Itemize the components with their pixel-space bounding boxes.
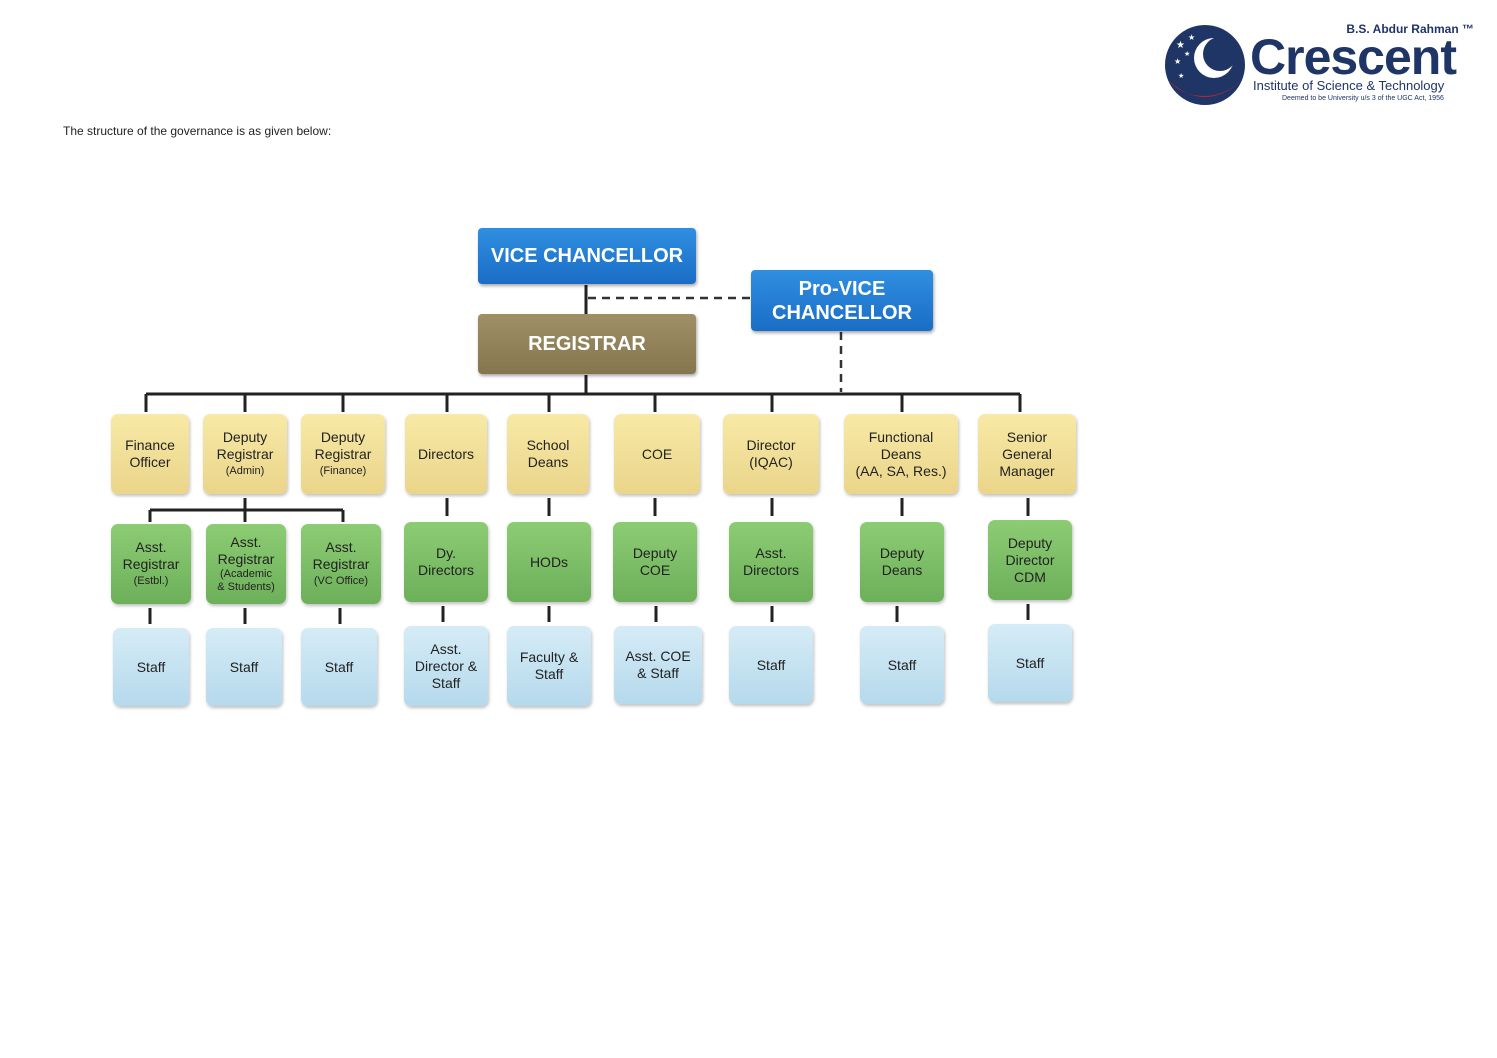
pro-vice-chancellor-box: Pro-VICE CHANCELLOR xyxy=(751,270,933,331)
registrar-box: REGISTRAR xyxy=(478,314,696,374)
deputy-registrar-finance-note: (Finance) xyxy=(319,464,367,477)
staff-box-cdm: Staff xyxy=(988,624,1072,702)
svg-text:★: ★ xyxy=(1188,33,1195,42)
finance-officer-box: Finance Officer xyxy=(111,414,189,494)
institution-logo: ★ ★ ★ ★ ★ B.S. Abdur Rahman ™ Crescent I… xyxy=(1162,18,1482,110)
asst-registrar-vc-office-box: Asst. Registrar (VC Office) xyxy=(301,524,381,604)
staff-box-academic: Staff xyxy=(206,628,282,706)
school-deans-box: School Deans xyxy=(507,414,589,494)
logo-deemed-text: Deemed to be University u/s 3 of the UGC… xyxy=(1282,95,1444,102)
deputy-coe-box: Deputy COE xyxy=(613,522,697,602)
deputy-registrar-admin-box: Deputy Registrar (Admin) xyxy=(203,414,287,494)
asst-registrar-academic-note: (Academic & Students) xyxy=(217,568,275,593)
deputy-deans-box: Deputy Deans xyxy=(860,522,944,602)
asst-coe-staff-box: Asst. COE & Staff xyxy=(614,626,702,704)
functional-deans-box: Functional Deans (AA, SA, Res.) xyxy=(844,414,958,494)
deputy-registrar-finance-title: Deputy Registrar xyxy=(314,428,372,462)
svg-text:★: ★ xyxy=(1178,72,1184,80)
staff-box-vc-office: Staff xyxy=(301,628,377,706)
asst-registrar-academic-box: Asst. Registrar (Academic & Students) xyxy=(206,524,286,604)
staff-box-functional-deans: Staff xyxy=(860,626,944,704)
asst-registrar-estbl-note: (Estbl.) xyxy=(133,574,169,587)
svg-text:★: ★ xyxy=(1174,57,1181,66)
intro-text: The structure of the governance is as gi… xyxy=(63,124,332,138)
asst-director-staff-box: Asst. Director & Staff xyxy=(404,626,488,706)
deputy-director-cdm-box: Deputy Director CDM xyxy=(988,520,1072,600)
asst-registrar-estbl-box: Asst. Registrar (Estbl.) xyxy=(111,524,191,604)
deputy-registrar-admin-title: Deputy Registrar xyxy=(216,428,274,462)
directors-box: Directors xyxy=(405,414,487,494)
faculty-staff-box: Faculty & Staff xyxy=(507,626,591,706)
deputy-registrar-admin-note: (Admin) xyxy=(225,464,265,477)
svg-text:★: ★ xyxy=(1176,40,1185,51)
hods-box: HODs xyxy=(507,522,591,602)
senior-general-manager-box: Senior General Manager xyxy=(978,414,1076,494)
asst-registrar-academic-title: Asst. Registrar xyxy=(217,534,275,567)
asst-registrar-estbl-title: Asst. Registrar xyxy=(122,538,180,572)
deputy-registrar-finance-box: Deputy Registrar (Finance) xyxy=(301,414,385,494)
staff-box-estbl: Staff xyxy=(113,628,189,706)
crescent-emblem-icon: ★ ★ ★ ★ ★ xyxy=(1165,25,1245,105)
asst-directors-box: Asst. Directors xyxy=(729,522,813,602)
logo-subtitle: Institute of Science & Technology xyxy=(1253,78,1445,93)
staff-box-iqac: Staff xyxy=(729,626,813,704)
vice-chancellor-box: VICE CHANCELLOR xyxy=(478,228,696,284)
director-iqac-box: Director (IQAC) xyxy=(723,414,819,494)
asst-registrar-vc-office-note: (VC Office) xyxy=(313,574,369,587)
dy-directors-box: Dy. Directors xyxy=(404,522,488,602)
logo-tagline: B.S. Abdur Rahman ™ xyxy=(1346,22,1474,36)
coe-box: COE xyxy=(614,414,700,494)
svg-text:★: ★ xyxy=(1184,50,1190,58)
asst-registrar-vc-office-title: Asst. Registrar xyxy=(312,538,370,572)
logo-brand: Crescent xyxy=(1250,29,1457,85)
